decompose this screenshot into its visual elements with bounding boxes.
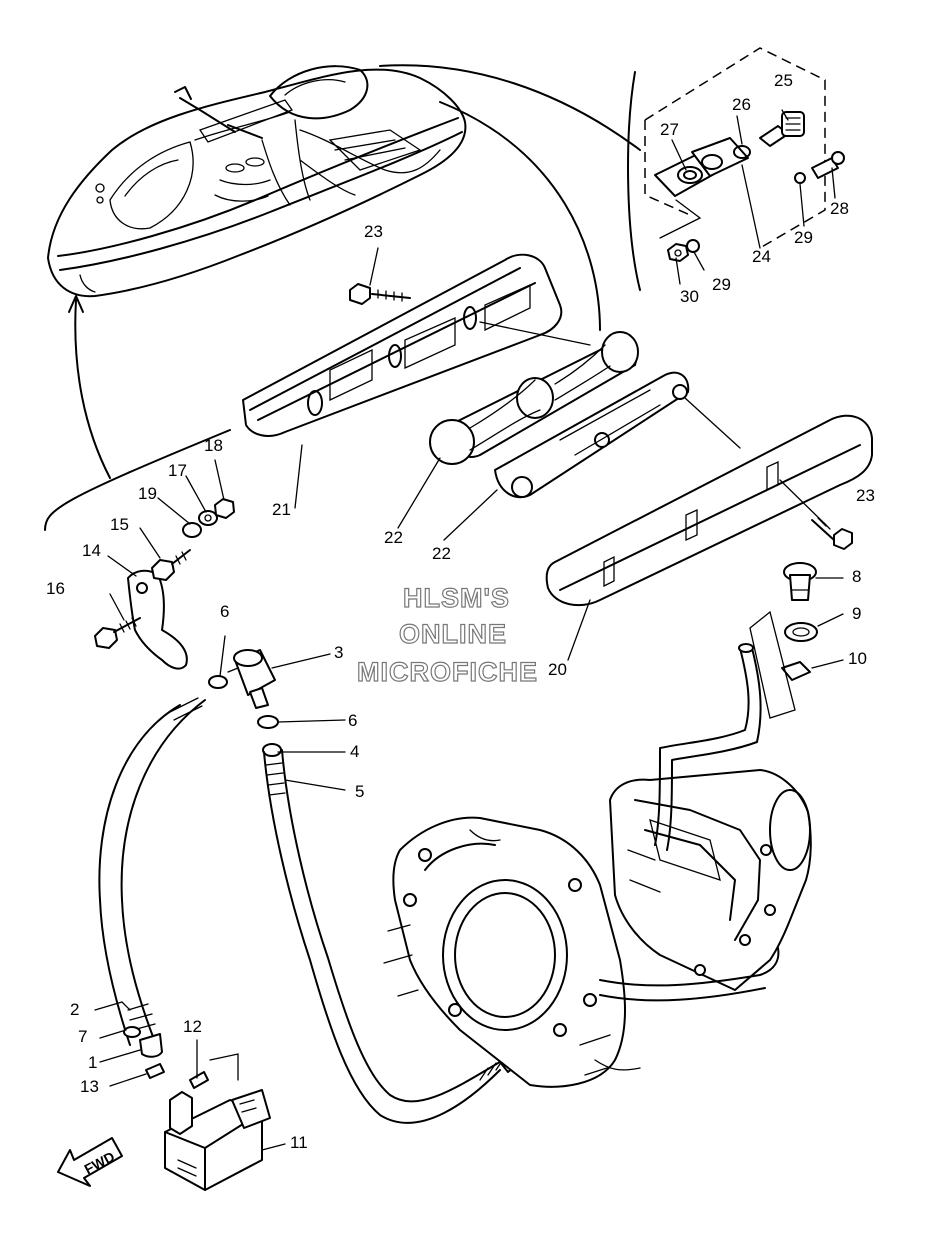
leader-22-20: [684, 397, 741, 449]
callout-19: 19: [138, 484, 157, 503]
callout-10: 10: [848, 649, 867, 668]
bolt-16: [94, 617, 141, 649]
valve-3: [227, 649, 276, 709]
leader-23b: [779, 479, 827, 526]
callout-leaders: [94, 109, 844, 1151]
group-8-10-frame: [749, 610, 796, 719]
watercraft-illustration: [47, 65, 467, 298]
callout-28: 28: [830, 199, 849, 218]
callout-7: 7: [78, 1027, 87, 1046]
intake-manifold: [383, 816, 641, 1088]
watermark: HLSM'S ONLINE MICROFICHE: [356, 582, 538, 687]
bolt-23-top: [349, 283, 411, 305]
bolt-23-right: [811, 517, 853, 550]
callout-27: 27: [660, 120, 679, 139]
callout-17: 17: [168, 461, 187, 480]
joint-13: [145, 1063, 165, 1079]
callout-6-upper: 6: [220, 602, 229, 621]
pump-housing: [609, 769, 812, 991]
direction-arrow-fwd: FWD: [57, 1137, 123, 1187]
washer-9: [784, 622, 818, 642]
clip-10: [781, 661, 811, 681]
callout-2: 2: [70, 1000, 79, 1019]
joint-12: [189, 1071, 209, 1089]
watermark-line-1: HLSM'S: [403, 583, 510, 613]
leader-22b: [443, 489, 498, 541]
sensor-box-11: [164, 1089, 271, 1191]
callout-22-lower: 22: [432, 544, 451, 563]
duct-tube-22-lower: [494, 371, 690, 499]
hose-2: [98, 697, 206, 1058]
callout-22-upper: 22: [384, 528, 403, 547]
callout-4: 4: [350, 742, 359, 761]
duct-cover-21: [242, 253, 563, 437]
callout-6-lower: 6: [348, 711, 357, 730]
detail-inset-box: [627, 47, 845, 291]
water-tube: [599, 947, 780, 987]
callout-18: 18: [204, 436, 223, 455]
callout-labels: 1 2 3 4 5 6 6 7 8 9 10 11 12 13 14 15 16…: [46, 71, 875, 1152]
leader-arrowhead: [68, 295, 84, 313]
drain-plug-8: [783, 562, 817, 601]
leader-21-22: [479, 321, 591, 346]
leader-curve-top: [379, 64, 641, 151]
washer-19: [182, 522, 202, 538]
clamp-6-upper: [208, 675, 228, 689]
callout-24: 24: [752, 247, 771, 266]
callout-1: 1: [88, 1053, 97, 1072]
callout-9: 9: [852, 604, 861, 623]
leader-23a: [369, 247, 379, 286]
callout-5: 5: [355, 782, 364, 801]
callout-26: 26: [732, 95, 751, 114]
leader-curve-mid: [439, 101, 601, 331]
drain-hose: [654, 643, 762, 851]
callout-12: 12: [183, 1017, 202, 1036]
callout-23-top: 23: [364, 222, 383, 241]
callout-13: 13: [80, 1077, 99, 1096]
duct-cover-20: [545, 414, 873, 607]
leader-curve-left: [74, 299, 111, 479]
leader-21: [294, 444, 303, 509]
bolt-15: [151, 549, 191, 581]
callout-11: 11: [290, 1133, 308, 1152]
group-bracket-line: [44, 429, 231, 531]
callout-25: 25: [774, 71, 793, 90]
clamp-7: [123, 1026, 141, 1038]
callout-29-lower: 29: [712, 275, 731, 294]
callout-21: 21: [272, 500, 291, 519]
clamp-6-lower: [257, 715, 279, 729]
washer-17: [198, 510, 218, 526]
callout-3: 3: [334, 643, 343, 662]
duct-tube-22-upper: [429, 331, 639, 465]
callout-8: 8: [852, 567, 861, 586]
leader-20: [567, 599, 591, 661]
callout-23-right: 23: [856, 486, 875, 505]
callout-29-upper: 29: [794, 228, 813, 247]
callout-30: 30: [680, 287, 699, 306]
watermark-line-2: ONLINE: [399, 619, 507, 649]
callout-20: 20: [548, 660, 567, 679]
callout-15: 15: [110, 515, 129, 534]
leader-22a: [397, 457, 441, 529]
nut-18: [214, 498, 235, 519]
watermark-line-3: MICROFICHE: [357, 657, 538, 687]
leader-12-box: [209, 1053, 239, 1081]
callout-14: 14: [82, 541, 101, 560]
callout-16: 16: [46, 579, 65, 598]
